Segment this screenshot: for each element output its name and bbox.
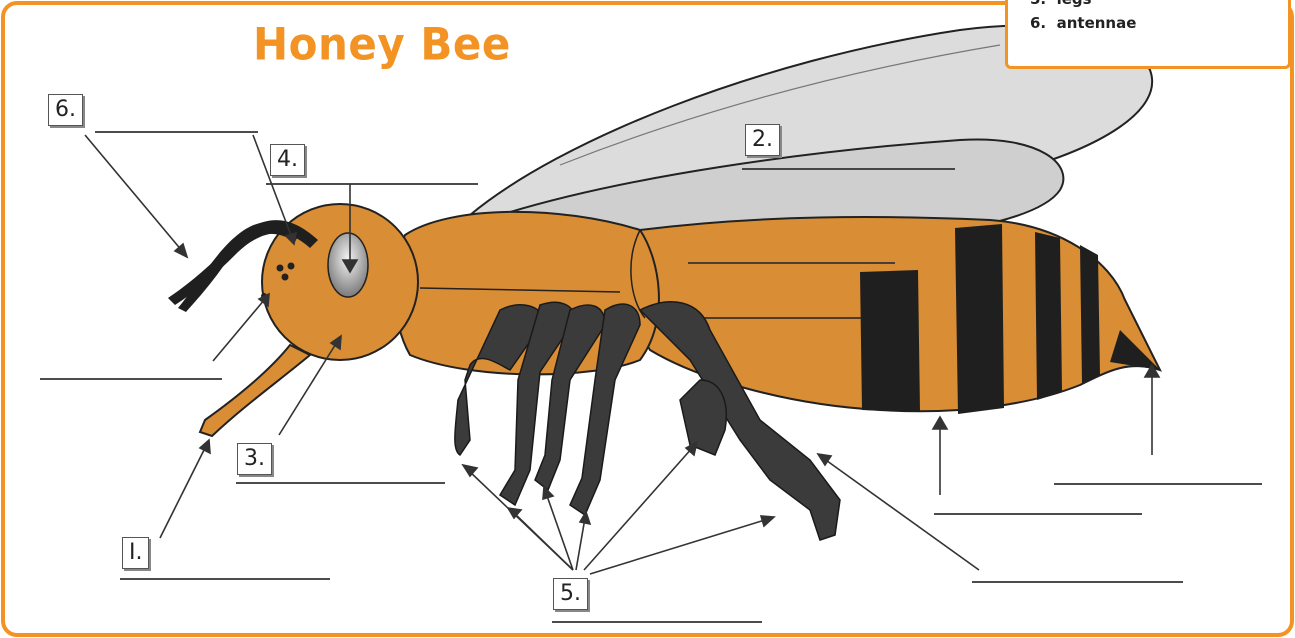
- label-4: 4.: [270, 144, 305, 176]
- word-bank-term: antennae: [1057, 14, 1137, 32]
- word-bank-number: 6.: [1030, 14, 1046, 32]
- diagram-title: Honey Bee: [253, 19, 511, 70]
- word-bank-term: legs: [1057, 0, 1092, 8]
- label-3: 3.: [237, 443, 272, 475]
- ocellus-3: [282, 274, 289, 281]
- word-bank-item: 5. legs: [1030, 0, 1092, 8]
- abdomen-stripe-4: [1080, 245, 1100, 384]
- leg-hind-foot: [680, 380, 726, 455]
- label-1: I.: [122, 537, 149, 569]
- abdomen-stripe-1: [860, 270, 920, 412]
- proboscis: [200, 345, 310, 436]
- label-2: 2.: [745, 124, 780, 156]
- abdomen-stripe-2: [955, 224, 1004, 414]
- label-5: 5.: [553, 578, 588, 610]
- word-bank-item: 6. antennae: [1030, 14, 1136, 32]
- word-bank-number: 5.: [1030, 0, 1046, 8]
- ocellus-1: [277, 265, 284, 272]
- abdomen-stripe-3: [1035, 232, 1062, 400]
- ocellus-2: [288, 263, 295, 270]
- label-6: 6.: [48, 94, 83, 126]
- word-bank: 5. legs 6. antennae: [1005, 0, 1291, 69]
